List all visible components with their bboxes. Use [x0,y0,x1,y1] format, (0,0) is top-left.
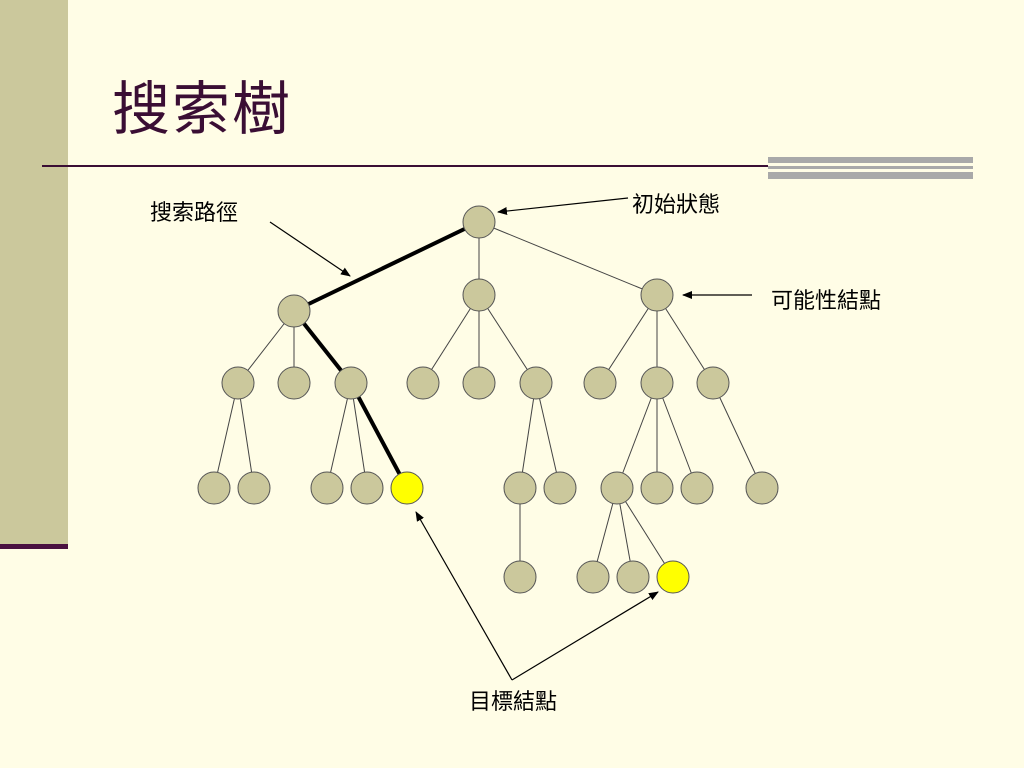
initial-state-node [462,205,496,239]
tree-node [696,366,730,400]
tree-edge [350,382,368,489]
search-path-edge [293,220,480,313]
tree-node [503,560,537,594]
tree-edge [535,382,561,489]
tree-node [277,366,311,400]
tree-edge [656,382,698,489]
tree-edge [616,487,674,578]
goal-node [390,471,424,505]
tree-node [576,560,610,594]
tree-node [640,366,674,400]
tree-edges [213,220,763,578]
tree-edge [422,294,480,384]
tree-node [745,471,779,505]
tree-edge [519,382,537,489]
tree-edge [326,382,352,489]
tree-node [277,294,311,328]
tree-edge [478,221,658,296]
left-decorative-bar [0,0,68,544]
goal-node-label: 目標結點 [469,690,558,715]
tree-node [197,471,231,505]
possible-node-label: 可能性結點 [771,289,882,314]
tree-node [406,366,440,400]
tree-edge [237,382,255,489]
tree-node [519,366,553,400]
tree-node [680,471,714,505]
tree-node [462,278,496,312]
search-path-label: 搜索路徑 [150,201,239,226]
search-path-edge [349,382,409,489]
initial-state-arrow [497,197,629,216]
slide-title: 搜索樹 [112,75,293,143]
search-path-arrow [269,221,351,277]
left-bar-accent [0,544,68,549]
goal-node [656,560,690,594]
title-divider-accent [768,157,973,179]
tree-node [221,366,255,400]
tree-node [640,278,674,312]
tree-edge [478,294,537,384]
goal-arrow-left [415,511,513,681]
goal-arrow-right [511,591,659,681]
tree-edge [656,294,714,384]
tree-nodes [197,205,779,594]
tree-node [640,471,674,505]
tree-node [616,560,650,594]
tree-node [334,366,368,400]
tree-node [503,471,537,505]
initial-state-label: 初始狀態 [632,193,721,218]
tree-node [310,471,344,505]
tree-node [350,471,384,505]
tree-node [543,471,577,505]
tree-edge [712,382,763,489]
tree-node [237,471,271,505]
tree-edge [616,382,658,489]
tree-edge [213,382,239,489]
tree-node [462,366,496,400]
tree-node [583,366,617,400]
tree-node [600,471,634,505]
tree-edge [599,294,658,384]
callout-arrows [269,197,752,681]
title-divider [42,165,973,167]
